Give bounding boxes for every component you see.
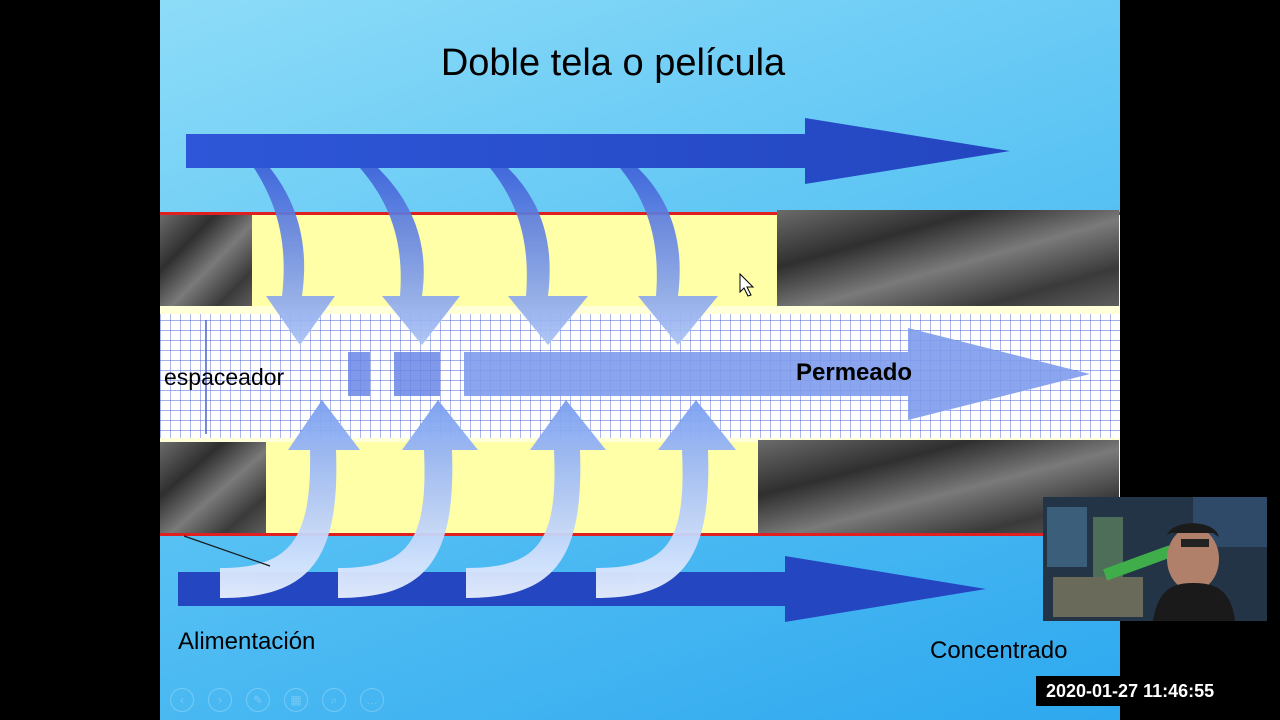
presenter-webcam	[1043, 497, 1267, 621]
back-icon[interactable]: ‹	[170, 688, 194, 712]
feed-label: Alimentación	[178, 628, 316, 655]
permeate-arrow	[464, 328, 1090, 420]
spacer-label: espaceador	[164, 364, 285, 390]
membrane-diagram	[160, 118, 1120, 622]
lower-red-line	[160, 533, 1120, 536]
top-flow-arrow	[186, 118, 1010, 184]
lower-rock-left	[160, 442, 266, 533]
pen-icon[interactable]: ✎	[246, 688, 270, 712]
play-icon[interactable]: ›	[208, 688, 232, 712]
mouse-cursor-icon	[739, 272, 755, 297]
presentation-controls: ‹ › ✎ ▦ ⌕ …	[170, 688, 384, 712]
concentrate-label: Concentrado	[930, 637, 1068, 664]
zoom-icon[interactable]: ⌕	[322, 688, 346, 712]
recording-timestamp: 2020-01-27 11:46:55	[1036, 676, 1225, 706]
permeate-label: Permeado	[796, 359, 913, 386]
slide-title: Doble tela o película	[440, 42, 786, 84]
slide: Doble tela o película espaceador Permead…	[160, 0, 1120, 720]
upper-red-line	[160, 212, 1120, 215]
upper-rock-left	[160, 215, 252, 308]
more-icon[interactable]: …	[360, 688, 384, 712]
upper-rock-right	[777, 210, 1119, 306]
slides-icon[interactable]: ▦	[284, 688, 308, 712]
down-curl-arrows	[254, 168, 718, 345]
up-curl-arrows	[220, 400, 736, 598]
